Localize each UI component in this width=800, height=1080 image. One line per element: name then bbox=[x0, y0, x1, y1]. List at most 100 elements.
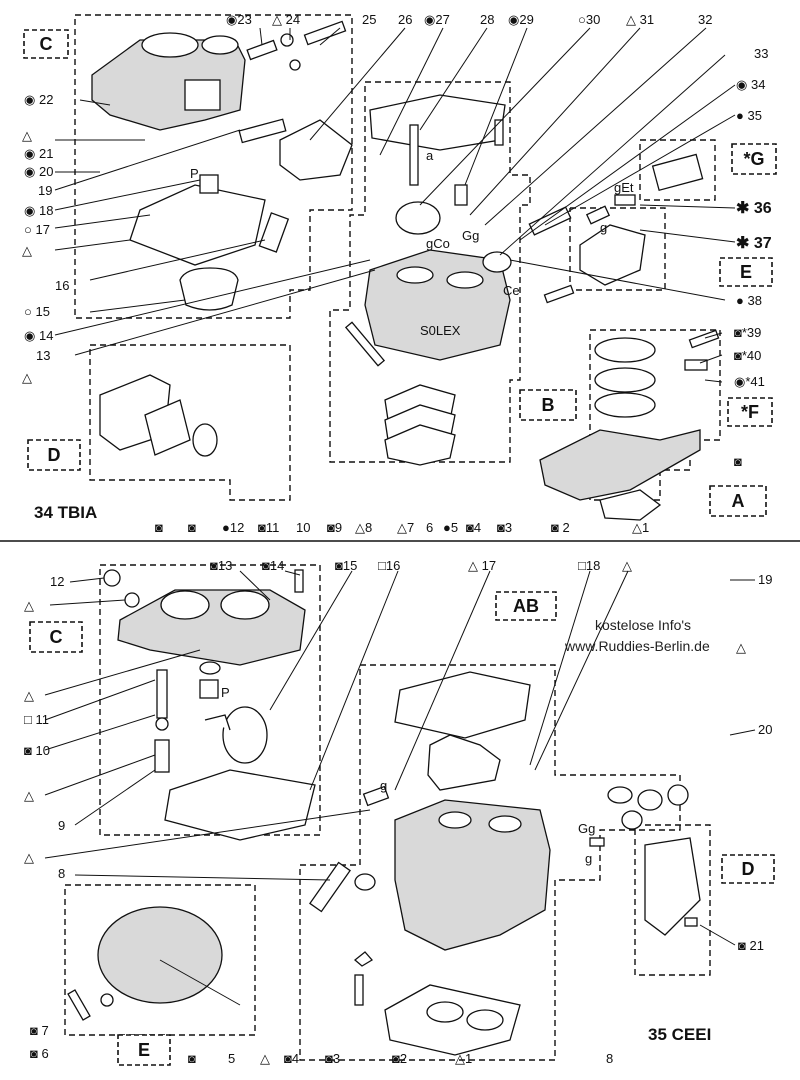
jets-d-bottom bbox=[589, 784, 701, 936]
callout-top-26: 26 bbox=[398, 12, 412, 27]
leader-39 bbox=[704, 332, 723, 339]
callout-bottom-16: □16 bbox=[378, 558, 400, 573]
callout-top-29: ◉29 bbox=[508, 12, 534, 27]
leader-25 bbox=[319, 27, 341, 46]
group-e-outline bbox=[569, 207, 666, 291]
sublabel-g: g bbox=[600, 220, 607, 235]
watermark-line-1: kostelose Info's bbox=[595, 617, 691, 633]
leader-16 bbox=[89, 239, 266, 281]
callout-bottom-13: ◙13 bbox=[210, 558, 232, 573]
carb-body-top bbox=[364, 249, 511, 361]
leader-41 bbox=[704, 379, 723, 383]
gasket-top-c bbox=[129, 174, 290, 266]
group-box-ab bbox=[495, 591, 557, 621]
callout-top-4: ◙4 bbox=[466, 520, 481, 535]
callout-top-square: ◙ bbox=[734, 454, 742, 469]
callout-top-12: ●12 bbox=[222, 520, 244, 535]
group-box-d-bottom bbox=[721, 854, 775, 884]
sublabel-ce: Ce bbox=[503, 283, 520, 298]
group-c-outline bbox=[74, 14, 353, 319]
jets-center bbox=[344, 206, 575, 367]
leader-18 bbox=[54, 179, 201, 211]
leader-27 bbox=[379, 27, 444, 156]
callout-top-1: △1 bbox=[632, 520, 649, 535]
callout-top-32: 32 bbox=[698, 12, 712, 27]
group-box-c-top bbox=[23, 29, 69, 59]
group-box-a-top bbox=[709, 485, 767, 517]
float-top bbox=[179, 267, 239, 311]
top-section: C B D E *G A *F bbox=[22, 12, 777, 535]
callout-bottom-8: 8 bbox=[58, 866, 65, 881]
group-box-e-top bbox=[719, 257, 773, 287]
leader-19 bbox=[54, 129, 241, 191]
float-bottom bbox=[199, 661, 268, 764]
inlet-fittings bbox=[246, 20, 347, 71]
leader-28 bbox=[419, 27, 488, 131]
spring-bottom bbox=[154, 669, 170, 773]
manifold-a bbox=[539, 329, 720, 521]
leader-29 bbox=[464, 27, 528, 186]
callout-top-28: 28 bbox=[480, 12, 494, 27]
callout-bottom-tri-a: △ bbox=[24, 598, 34, 613]
sublabel-p-bottom: P bbox=[221, 685, 230, 700]
callout-bottom-1: △1 bbox=[455, 1051, 472, 1066]
callout-bottom-tri-b: △ bbox=[24, 688, 34, 703]
callout-top-22: ◉ 22 bbox=[24, 92, 53, 107]
callout-top-triangle-c: △ bbox=[22, 370, 32, 385]
callout-bottom-6: ◙ 6 bbox=[30, 1046, 49, 1061]
leader-23 bbox=[259, 27, 263, 46]
sublabel-p: P bbox=[190, 166, 199, 181]
leader-34 bbox=[519, 84, 736, 241]
leader-b18 bbox=[529, 570, 591, 766]
group-d-outline bbox=[89, 344, 291, 501]
callout-top-38: ● 38 bbox=[736, 293, 762, 308]
callout-top-34: ◉ 34 bbox=[736, 77, 765, 92]
group-box-e-bottom bbox=[117, 1034, 171, 1066]
linkage-bottom bbox=[309, 861, 376, 1006]
choke-unit-g bbox=[614, 153, 704, 206]
callout-top-19: 19 bbox=[38, 183, 52, 198]
callout-top-17: ○ 17 bbox=[24, 222, 50, 237]
leader-b16 bbox=[309, 570, 399, 791]
callout-top-5: ●5 bbox=[443, 520, 458, 535]
callout-bottom-square: ◙ bbox=[188, 1051, 196, 1066]
leader-b10 bbox=[44, 714, 156, 751]
callout-bottom-tri-c: △ bbox=[24, 788, 34, 803]
callout-top-39: ◙*39 bbox=[734, 325, 761, 340]
callouts-top: △1 ◙ 2 ◙3 ◙4 ●5 6 △7 △8 ◙9 10 ◙11 ●12 13… bbox=[22, 12, 772, 535]
leader-38 bbox=[509, 259, 726, 301]
callout-top-13: 13 bbox=[36, 348, 50, 363]
leader-b8 bbox=[74, 874, 331, 881]
model-label-top: 34 TBIA bbox=[34, 503, 97, 522]
callout-bottom-tri-top: △ bbox=[622, 558, 632, 573]
leader-31 bbox=[469, 27, 641, 216]
group-ab-outline bbox=[299, 664, 681, 1061]
leader-36 bbox=[639, 204, 736, 209]
group-label-b-top: B bbox=[542, 395, 555, 415]
callout-bottom-5: 5 bbox=[228, 1051, 235, 1066]
callout-bottom-20: 20 bbox=[758, 722, 772, 737]
leader-b9 bbox=[74, 769, 156, 826]
callout-top-23: ◉23 bbox=[226, 12, 252, 27]
leader-22 bbox=[79, 99, 111, 106]
leader-b13 bbox=[239, 570, 271, 601]
callout-bottom-4: ◙4 bbox=[284, 1051, 299, 1066]
group-b-outline bbox=[329, 81, 531, 463]
vacuum-unit-e bbox=[67, 906, 241, 1021]
callout-bottom-9: 9 bbox=[58, 818, 65, 833]
group-label-d-bottom: D bbox=[742, 859, 755, 879]
callout-top-3: ◙3 bbox=[497, 520, 512, 535]
leader-b20 bbox=[729, 729, 756, 736]
leader-empty-top bbox=[54, 239, 131, 251]
carb-body-bottom bbox=[362, 785, 551, 951]
callout-bottom-tri: △ bbox=[260, 1051, 270, 1066]
sublabel-gg-bottom: Gg bbox=[578, 821, 595, 836]
model-label-bottom: 35 CEEI bbox=[648, 1025, 711, 1044]
callout-top-18: ◉ 18 bbox=[24, 203, 53, 218]
group-label-d-top: D bbox=[48, 445, 61, 465]
callout-top-square-a: ◙ bbox=[155, 520, 163, 535]
sublabel-gco: gCo bbox=[426, 236, 450, 251]
sublabel-g-bottom-b: g bbox=[585, 851, 592, 866]
callout-top-9: ◙9 bbox=[327, 520, 342, 535]
